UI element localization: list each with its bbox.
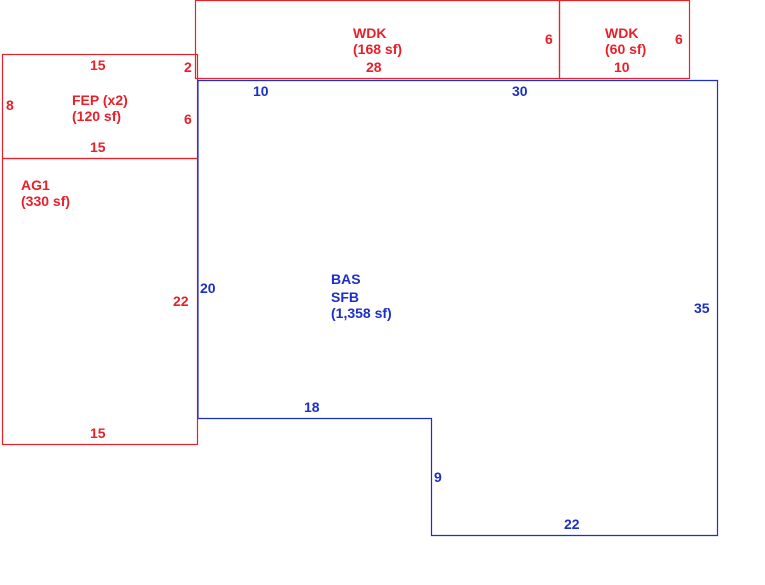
fep-area: (120 sf): [72, 108, 121, 124]
bas-outline: [197, 79, 719, 537]
dim-bas-right: 35: [694, 300, 710, 316]
dim-bas-top-right: 30: [512, 83, 528, 99]
fep-code: FEP (x2): [72, 92, 128, 108]
wdk-small-outline: [558, 0, 691, 80]
dim-fep-top: 15: [90, 57, 106, 73]
dim-bas-step-side: 9: [434, 469, 442, 485]
dim-fep-right: 6: [184, 111, 192, 127]
dim-fep-left: 8: [6, 97, 14, 113]
bas-code: BAS: [331, 271, 361, 287]
dim-wdk-small-right: 6: [675, 31, 683, 47]
wdk-small-code: WDK: [605, 25, 638, 41]
bas-area: (1,358 sf): [331, 305, 392, 321]
dim-ag1-bottom: 15: [90, 425, 106, 441]
wdk-large-code: WDK: [353, 25, 386, 41]
dim-wdk-large-bottom: 28: [366, 59, 382, 75]
dim-fep-bottom: 15: [90, 139, 106, 155]
dim-wdk-small-bottom: 10: [614, 59, 630, 75]
wdk-small-area: (60 sf): [605, 41, 646, 57]
wdk-large-area: (168 sf): [353, 41, 402, 57]
ag1-code: AG1: [21, 177, 50, 193]
dim-bas-top-left: 10: [253, 83, 269, 99]
dim-wdk-large-right: 6: [545, 31, 553, 47]
bas-sub: SFB: [331, 289, 359, 305]
dim-fep-top-right: 2: [184, 59, 192, 75]
ag1-area: (330 sf): [21, 193, 70, 209]
dim-bas-bottom: 22: [564, 516, 580, 532]
dim-ag1-right: 22: [173, 293, 189, 309]
dim-bas-left: 20: [200, 280, 216, 296]
dim-bas-step-top: 18: [304, 399, 320, 415]
